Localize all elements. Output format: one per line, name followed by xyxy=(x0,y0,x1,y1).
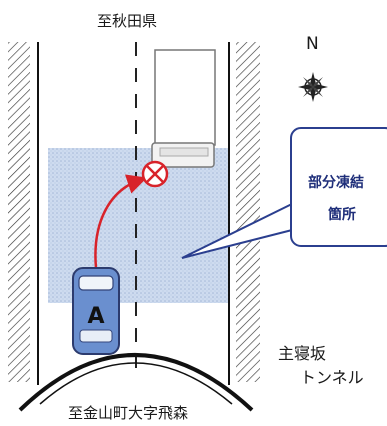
tunnel-label-line1: 主寝坂 xyxy=(278,344,327,363)
callout xyxy=(181,127,387,259)
vehicle-path-arrow xyxy=(94,174,148,269)
callout-label-line1: 部分凍結 xyxy=(308,175,364,191)
destination-north-label: 至秋田県 xyxy=(97,12,158,30)
north-label: N xyxy=(306,34,319,54)
cross-circle-icon xyxy=(141,160,169,188)
vehicle-a: A xyxy=(72,267,120,355)
left-wall xyxy=(8,42,30,382)
callout-pointer xyxy=(181,199,301,259)
right-wall xyxy=(236,42,260,382)
compass-rose-icon xyxy=(298,72,328,102)
tunnel-portal-inner xyxy=(39,362,233,405)
callout-box xyxy=(290,127,387,247)
tunnel-portal xyxy=(18,353,254,412)
callout-label-line2: 箇所 xyxy=(328,207,356,223)
tunnel-label-line2: トンネル xyxy=(300,368,364,387)
destination-south-label: 至金山町大字飛森 xyxy=(68,404,189,422)
vehicle-label: A xyxy=(87,304,104,329)
oncoming-truck xyxy=(151,49,216,168)
